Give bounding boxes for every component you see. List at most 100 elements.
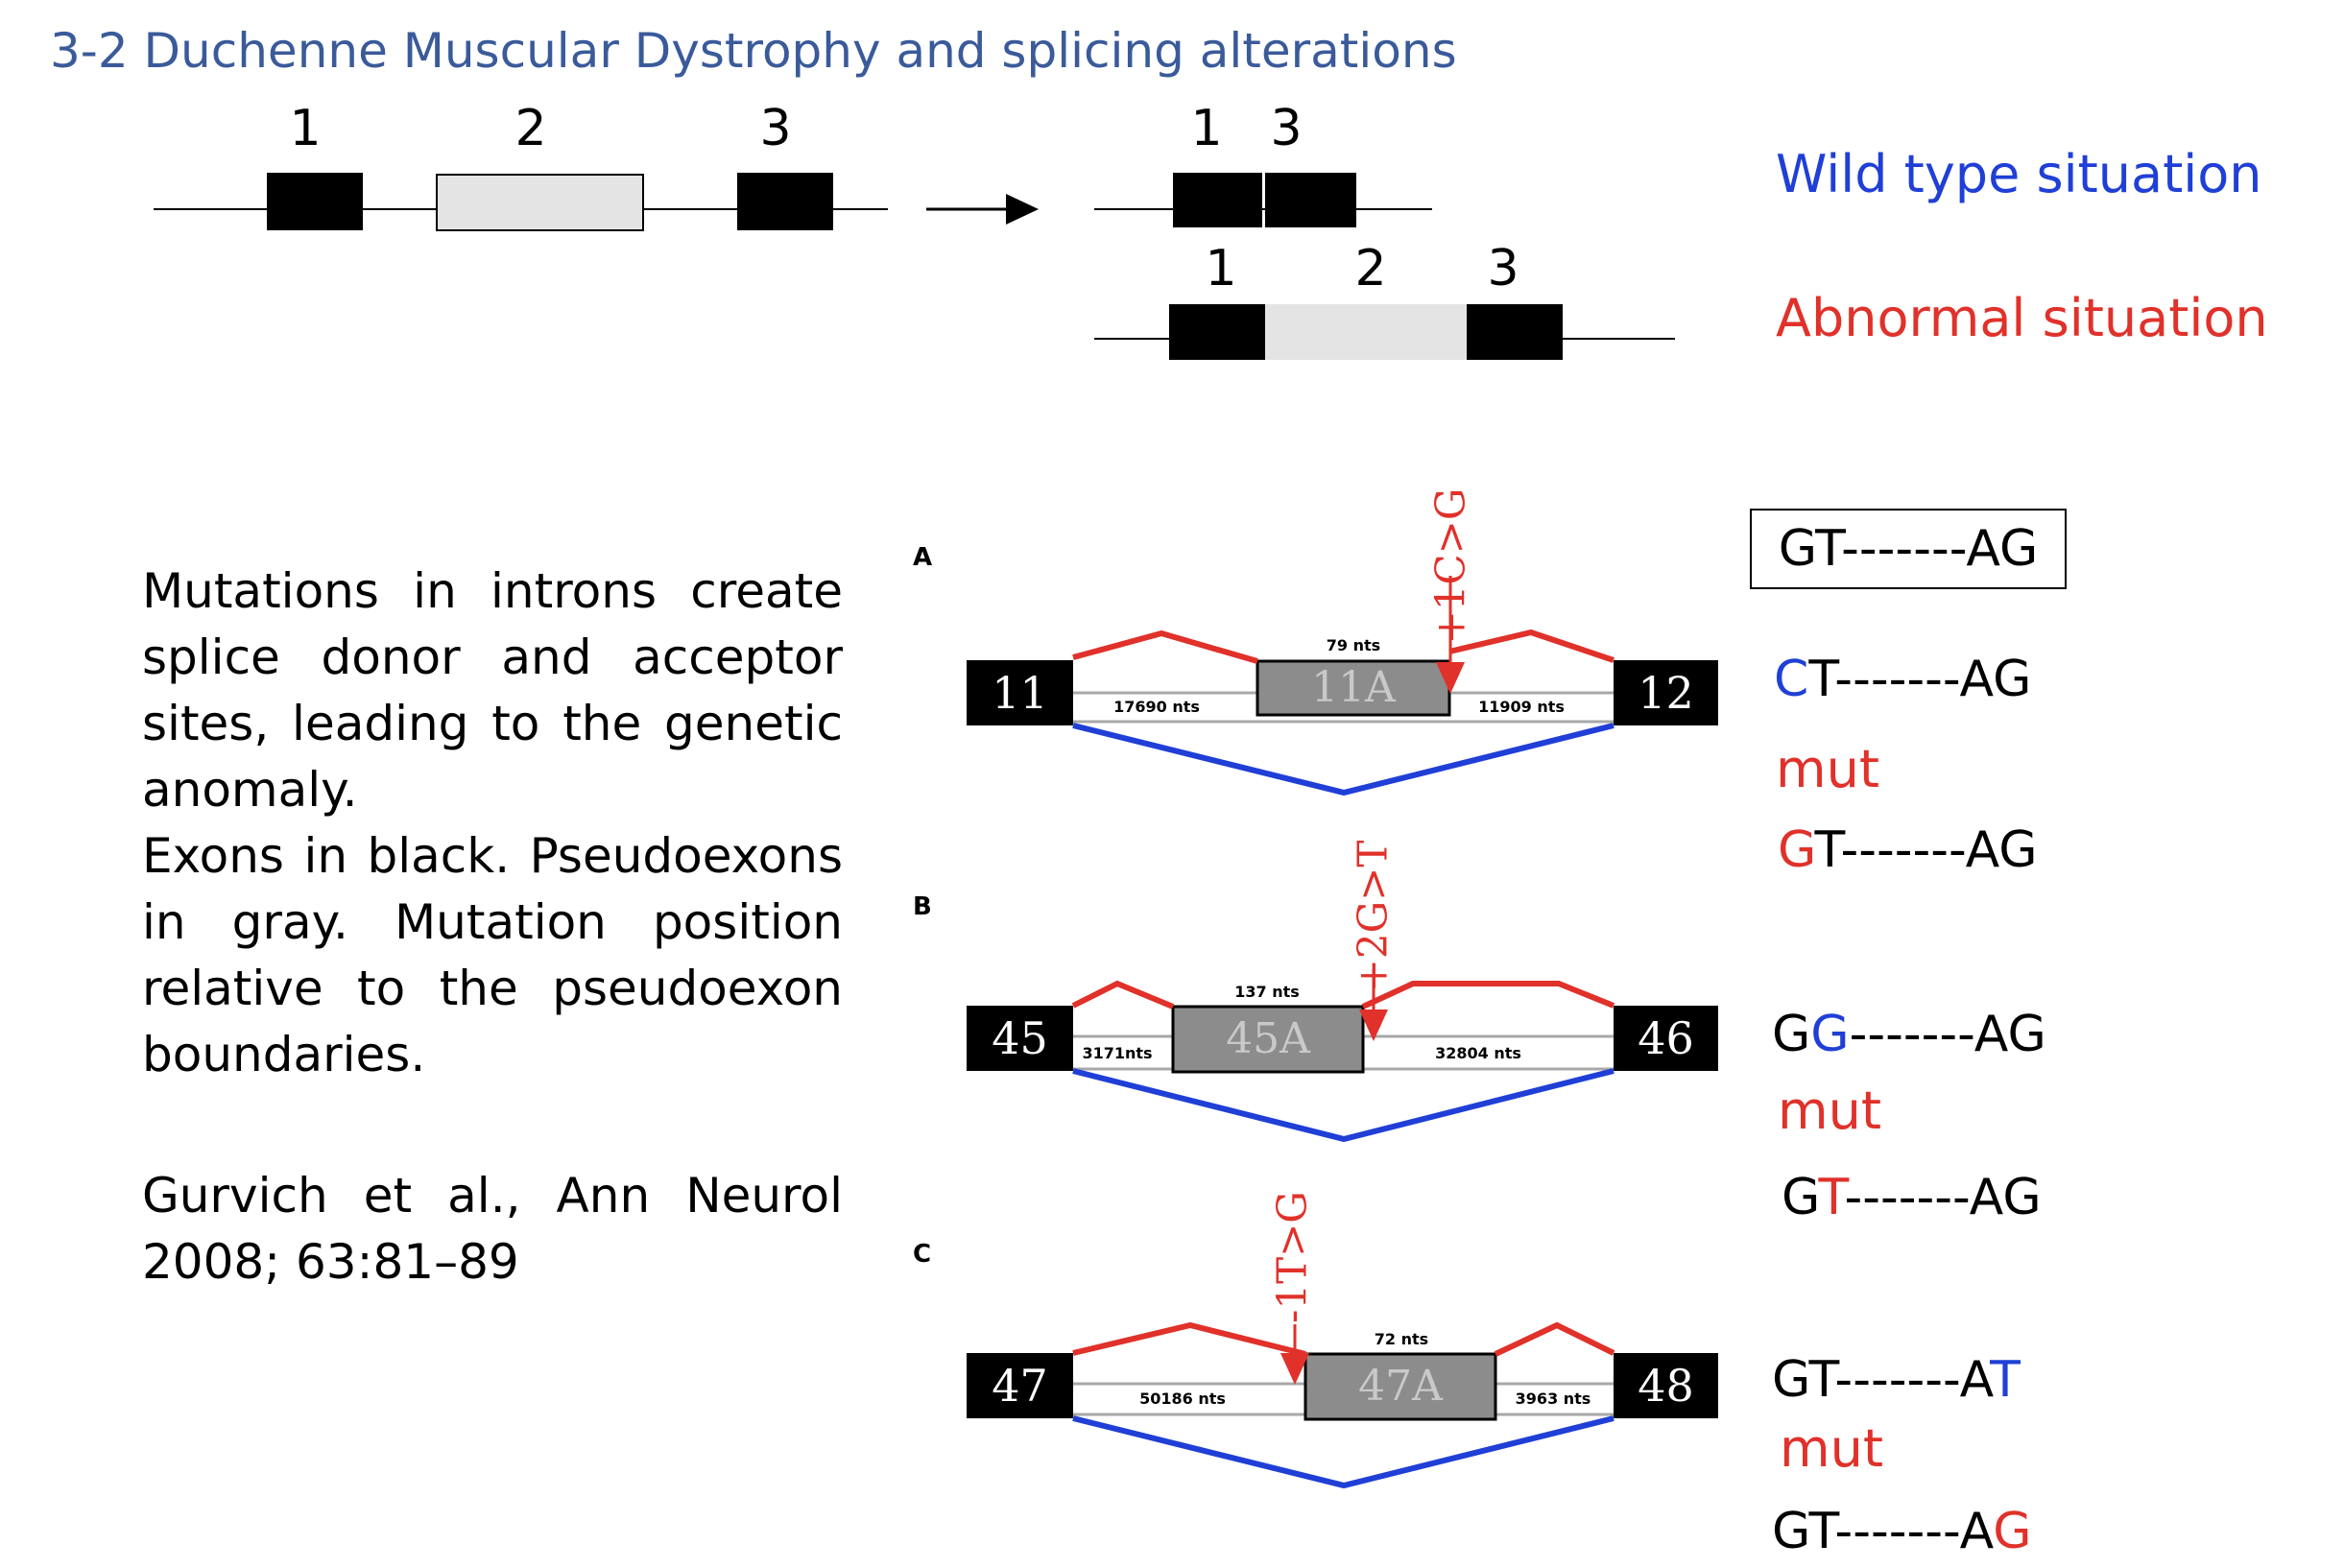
wt-exon-1 [1173, 173, 1262, 227]
ab-label-exon-1: 1 [1205, 240, 1237, 297]
panel-a-blue-path [1072, 723, 1614, 796]
ab-label-exon-3: 3 [1487, 240, 1519, 297]
ab-exon-3 [1467, 304, 1563, 360]
panel-c-exon-right-label: 48 [1638, 1360, 1694, 1412]
panel-b-mutation-arrow [1359, 1010, 1388, 1041]
panel-a-pseudoexon [1256, 659, 1451, 717]
ab-exon-1 [1169, 304, 1265, 360]
seq-c-wt-prefix: GT-------A [1772, 1503, 1994, 1560]
panel-c-red-path-right [1494, 1321, 1615, 1357]
panel-b-pseudoexon [1171, 1005, 1365, 1074]
seq-b-mutant-highlight: G [1810, 1006, 1850, 1063]
seq-a-mutant: CT-------AG [1774, 651, 2031, 708]
seq-a-wt: GT-------AG [1778, 821, 2038, 879]
panel-a-mutation-label: +1C>G [1426, 487, 1474, 645]
seq-b-wt-rest: -------AG [1844, 1169, 2042, 1226]
seq-a-mutant-highlight: C [1774, 651, 1809, 708]
panel-a-exon-right-label: 12 [1638, 667, 1694, 719]
panel-a-red-path-right [1448, 629, 1614, 663]
seq-b-wt-prefix: G [1782, 1169, 1819, 1226]
seq-c-mutant-prefix: GT-------A [1772, 1351, 1991, 1409]
schematic-label-exon-2: 2 [514, 100, 547, 157]
panel-c-exon-right [1614, 1353, 1718, 1418]
pre-mrna-schematic [154, 173, 888, 231]
wt-exon-3 [1265, 173, 1356, 227]
seq-b-mutant: GG-------AG [1772, 1006, 2046, 1063]
seq-b-wt-highlight: T [1818, 1169, 1845, 1226]
panel-b-red-path-right [1361, 981, 1615, 1010]
panel-c-exon-left-label: 47 [992, 1360, 1048, 1412]
panel-a-pseudoexon-size: 79 nts [1326, 636, 1381, 654]
ab-exon-2 [1265, 304, 1467, 360]
schematic-label-exon-1: 1 [289, 100, 322, 157]
schematic-exon-2 [436, 174, 644, 231]
panel-a [967, 576, 1718, 796]
panel-a-exon-left-label: 11 [992, 667, 1048, 719]
panel-b-pseudoexon-size: 137 nts [1234, 983, 1300, 1001]
seq-c-mutant: GT-------AT [1772, 1351, 2021, 1409]
panel-c-intron-right: 3963 nts [1515, 1390, 1591, 1408]
panel-a-exon-left [967, 660, 1073, 725]
wild-type-product [1094, 173, 1432, 227]
panel-b [967, 969, 1718, 1143]
ab-label-exon-2: 2 [1354, 240, 1387, 297]
panel-c-pseudoexon-size: 72 nts [1374, 1330, 1429, 1348]
panel-b-intron-left: 3171nts [1082, 1044, 1153, 1062]
description-paragraph-2: Exons in black. Pseudoexons in gray. Mut… [142, 828, 843, 1082]
panel-c-red-path [1072, 1321, 1306, 1357]
panel-c-blue-path [1072, 1415, 1614, 1489]
panel-b-letter: B [913, 892, 932, 921]
consensus-sequence-box: GT-------AG [1750, 509, 2067, 589]
seq-c-mutant-highlight: T [1990, 1351, 2021, 1409]
mut-label-c: mut [1780, 1418, 1883, 1479]
panel-c-intron-left: 50186 nts [1139, 1390, 1226, 1408]
panel-b-exon-right-label: 46 [1638, 1012, 1694, 1064]
panel-b-mutation-label: +2G>T [1349, 840, 1397, 993]
schematic-exon-1 [267, 173, 363, 230]
panel-a-mutation-arrow [1436, 662, 1465, 694]
panel-c-letter: C [913, 1240, 932, 1269]
panel-b-intron-right: 32804 nts [1435, 1044, 1521, 1062]
wt-label-exon-1: 1 [1190, 100, 1223, 157]
seq-b-wt: GT-------AG [1782, 1169, 2042, 1226]
page-title: 3-2 Duchenne Muscular Dystrophy and spli… [50, 23, 1457, 79]
panel-b-exon-right [1614, 1006, 1718, 1071]
seq-a-wt-highlight: G [1778, 821, 1815, 879]
panel-b-exon-left [967, 1006, 1073, 1071]
panel-a-intron-right: 11909 nts [1478, 698, 1565, 716]
citation: Gurvich et al., Ann Neurol 2008; 63:81–8… [142, 1168, 843, 1290]
abnormal-label: Abnormal situation [1776, 288, 2268, 348]
seq-a-mutant-rest: T-------AG [1808, 651, 2032, 708]
panel-a-pseudoexon-label: 11A [1311, 663, 1396, 712]
wild-type-label: Wild type situation [1776, 144, 2262, 204]
description-paragraph-1: Mutations in introns create splice donor… [142, 563, 843, 818]
panel-c-pseudoexon [1304, 1352, 1497, 1421]
wt-label-exon-3: 3 [1270, 100, 1303, 157]
panel-b-pseudoexon-label: 45A [1226, 1014, 1310, 1063]
panel-c-mutation-label: -1T>G [1268, 1191, 1316, 1323]
panel-c-exon-left [967, 1353, 1073, 1418]
panel-b-exon-left-label: 45 [992, 1012, 1048, 1064]
seq-b-mutant-rest: -------AG [1849, 1006, 2046, 1063]
panel-c-mutation-arrow [1280, 1353, 1309, 1385]
mut-label-b: mut [1778, 1081, 1881, 1141]
seq-c-wt: GT-------AG [1772, 1503, 2032, 1560]
mut-label-a: mut [1776, 739, 1879, 799]
abnormal-product [1094, 304, 1675, 360]
panel-b-blue-path [1072, 1068, 1614, 1143]
seq-b-mutant-prefix: G [1772, 1006, 1811, 1063]
panel-c [967, 1321, 1718, 1489]
panel-a-red-path [1072, 630, 1258, 664]
panel-c-pseudoexon-label: 47A [1358, 1362, 1443, 1411]
seq-c-wt-highlight: G [1993, 1503, 2032, 1560]
seq-a-wt-rest: T-------AG [1814, 821, 2038, 879]
panel-b-red-path [1071, 980, 1175, 1010]
panel-a-intron-left: 17690 nts [1113, 698, 1200, 716]
panel-a-exon-right [1614, 660, 1718, 725]
panel-a-letter: A [913, 543, 933, 572]
arrow-icon [926, 194, 1039, 225]
description: Mutations in introns create splice donor… [142, 558, 843, 1088]
schematic-label-exon-3: 3 [759, 100, 792, 157]
schematic-exon-3 [737, 173, 833, 230]
